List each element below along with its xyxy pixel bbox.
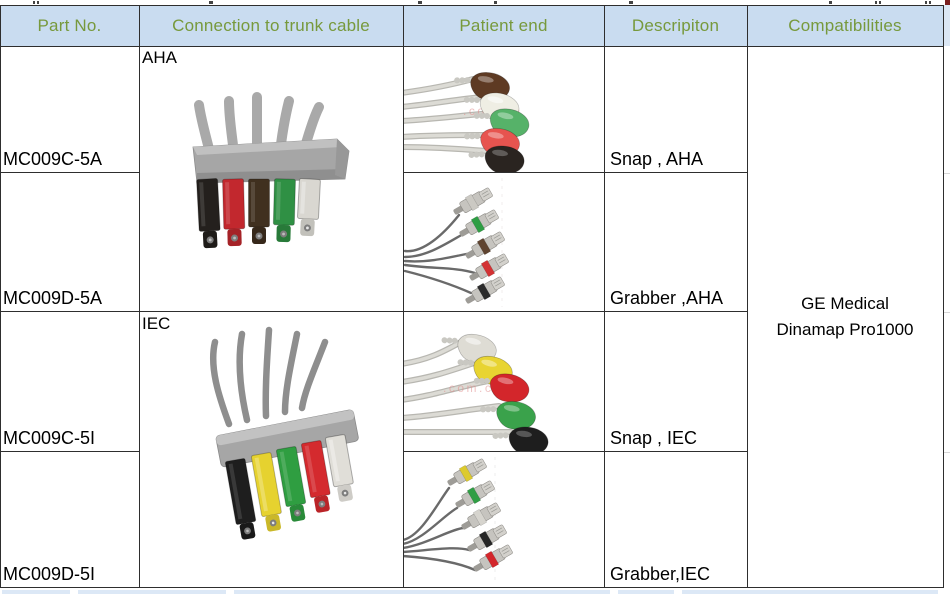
lead-cables	[403, 213, 477, 295]
compatibility-line: Dinamap Pro1000	[776, 320, 914, 339]
snap-aha-leadwires-image: .com.cn	[403, 72, 530, 173]
grabber-clip	[459, 209, 499, 237]
lead	[272, 178, 296, 243]
cell-part-no-row4: MC009D-5I	[0, 452, 139, 588]
compatibility-line: GE Medical	[801, 293, 889, 313]
grabber-clip	[465, 276, 505, 304]
grabber-clip	[467, 524, 507, 552]
trunk-leads	[224, 434, 354, 540]
grabber-clips	[447, 458, 513, 572]
lead	[250, 452, 282, 532]
lead	[297, 178, 321, 237]
aha-trunk-connector-image	[192, 92, 350, 249]
trunk-standard-label: IEC	[142, 314, 171, 333]
part-number: MC009C-5I	[3, 428, 96, 448]
lead	[224, 458, 257, 540]
column-header-patient-end: Patient end	[403, 5, 604, 46]
description-text: Grabber,IEC	[610, 564, 711, 584]
lead	[248, 178, 270, 244]
cell-patient-end-snap-aha: .com.cn	[403, 46, 604, 173]
cell-patient-end-grabber-iec	[403, 452, 604, 588]
part-number: MC009C-5A	[3, 149, 103, 169]
description-text: Grabber ,AHA	[610, 288, 724, 308]
column-header-label: Descripiton	[631, 15, 720, 35]
cell-trunk-iec: IEC	[139, 312, 403, 588]
grid-line	[403, 5, 404, 588]
column-header-description: Descripiton	[604, 5, 747, 46]
column-header-part-no: Part No.	[0, 5, 139, 46]
grid-line	[0, 587, 944, 588]
grid-line	[403, 451, 748, 452]
cell-patient-end-grabber-aha	[403, 173, 604, 312]
grabber-aha-leadwires-image	[403, 178, 509, 307]
iec-trunk-connector-image	[209, 326, 359, 540]
snap-electrodes	[441, 333, 549, 452]
trunk-leads	[196, 178, 321, 249]
trunk-standard-label: AHA	[142, 48, 177, 67]
column-header-label: Patient end	[459, 15, 548, 35]
part-number: MC009D-5I	[3, 564, 96, 584]
grabber-clips	[453, 187, 509, 304]
grabber-iec-leadwires-image	[403, 457, 513, 583]
snap-electrode	[468, 145, 525, 173]
grid-line	[403, 172, 748, 173]
grid-line	[0, 5, 1, 588]
column-header-label: Compatibilities	[788, 15, 902, 35]
cell-part-no-row2: MC009D-5A	[0, 173, 139, 312]
cell-description-row2: Grabber ,AHA	[604, 173, 747, 312]
cell-trunk-aha: AHA	[139, 46, 403, 312]
cell-description-row3: Snap , IEC	[604, 312, 747, 452]
grabber-clip	[455, 480, 495, 508]
grid-line	[0, 311, 748, 312]
grid-line	[604, 5, 605, 588]
snap-iec-leadwires-image: .com.cn	[403, 333, 549, 452]
lead	[300, 440, 331, 513]
snap-electrode	[480, 401, 536, 430]
description-text: Snap , AHA	[610, 149, 704, 169]
cell-part-no-row1: MC009C-5A	[0, 46, 139, 173]
cell-patient-end-snap-iec: .com.cn	[403, 312, 604, 452]
snap-electrode	[473, 373, 530, 403]
grid-line	[0, 46, 944, 47]
grabber-clip	[461, 502, 501, 530]
grabber-clip	[473, 544, 513, 572]
grid-line	[0, 451, 140, 452]
cell-part-no-row3: MC009C-5I	[0, 312, 139, 452]
column-header-compatibilities: Compatibilities	[747, 5, 943, 46]
next-column-sliver	[944, 5, 950, 46]
column-header-label: Connection to trunk cable	[172, 15, 370, 35]
lead	[222, 178, 246, 247]
part-number: MC009D-5A	[3, 288, 103, 308]
grid-line	[747, 5, 748, 588]
grabber-clip	[453, 187, 493, 215]
cell-compatibilities: GE Medical Dinamap Pro1000	[747, 46, 943, 588]
snap-electrodes	[454, 72, 530, 173]
grid-line	[0, 5, 944, 6]
description-text: Snap , IEC	[610, 428, 698, 448]
grid-line	[0, 172, 140, 173]
lead	[196, 178, 221, 249]
watermark-text: .com.cn	[443, 381, 503, 395]
column-header-label: Part No.	[37, 15, 102, 35]
lead	[324, 434, 354, 502]
grid-line	[139, 5, 140, 588]
cell-description-row1: Snap , AHA	[604, 46, 747, 173]
grabber-clip	[465, 231, 505, 259]
lead	[275, 446, 307, 522]
column-header-connection: Connection to trunk cable	[139, 5, 403, 46]
grabber-clip	[447, 458, 487, 486]
next-column-sliver-body	[944, 46, 950, 588]
snap-electrode	[492, 426, 549, 452]
grid-line	[943, 5, 944, 588]
connector-block	[192, 138, 350, 184]
cell-description-row4: Grabber,IEC	[604, 452, 747, 588]
trunk-cables	[209, 326, 329, 428]
snap-electrode	[441, 333, 497, 363]
grabber-clip	[469, 253, 509, 281]
lead-cables	[403, 486, 477, 572]
